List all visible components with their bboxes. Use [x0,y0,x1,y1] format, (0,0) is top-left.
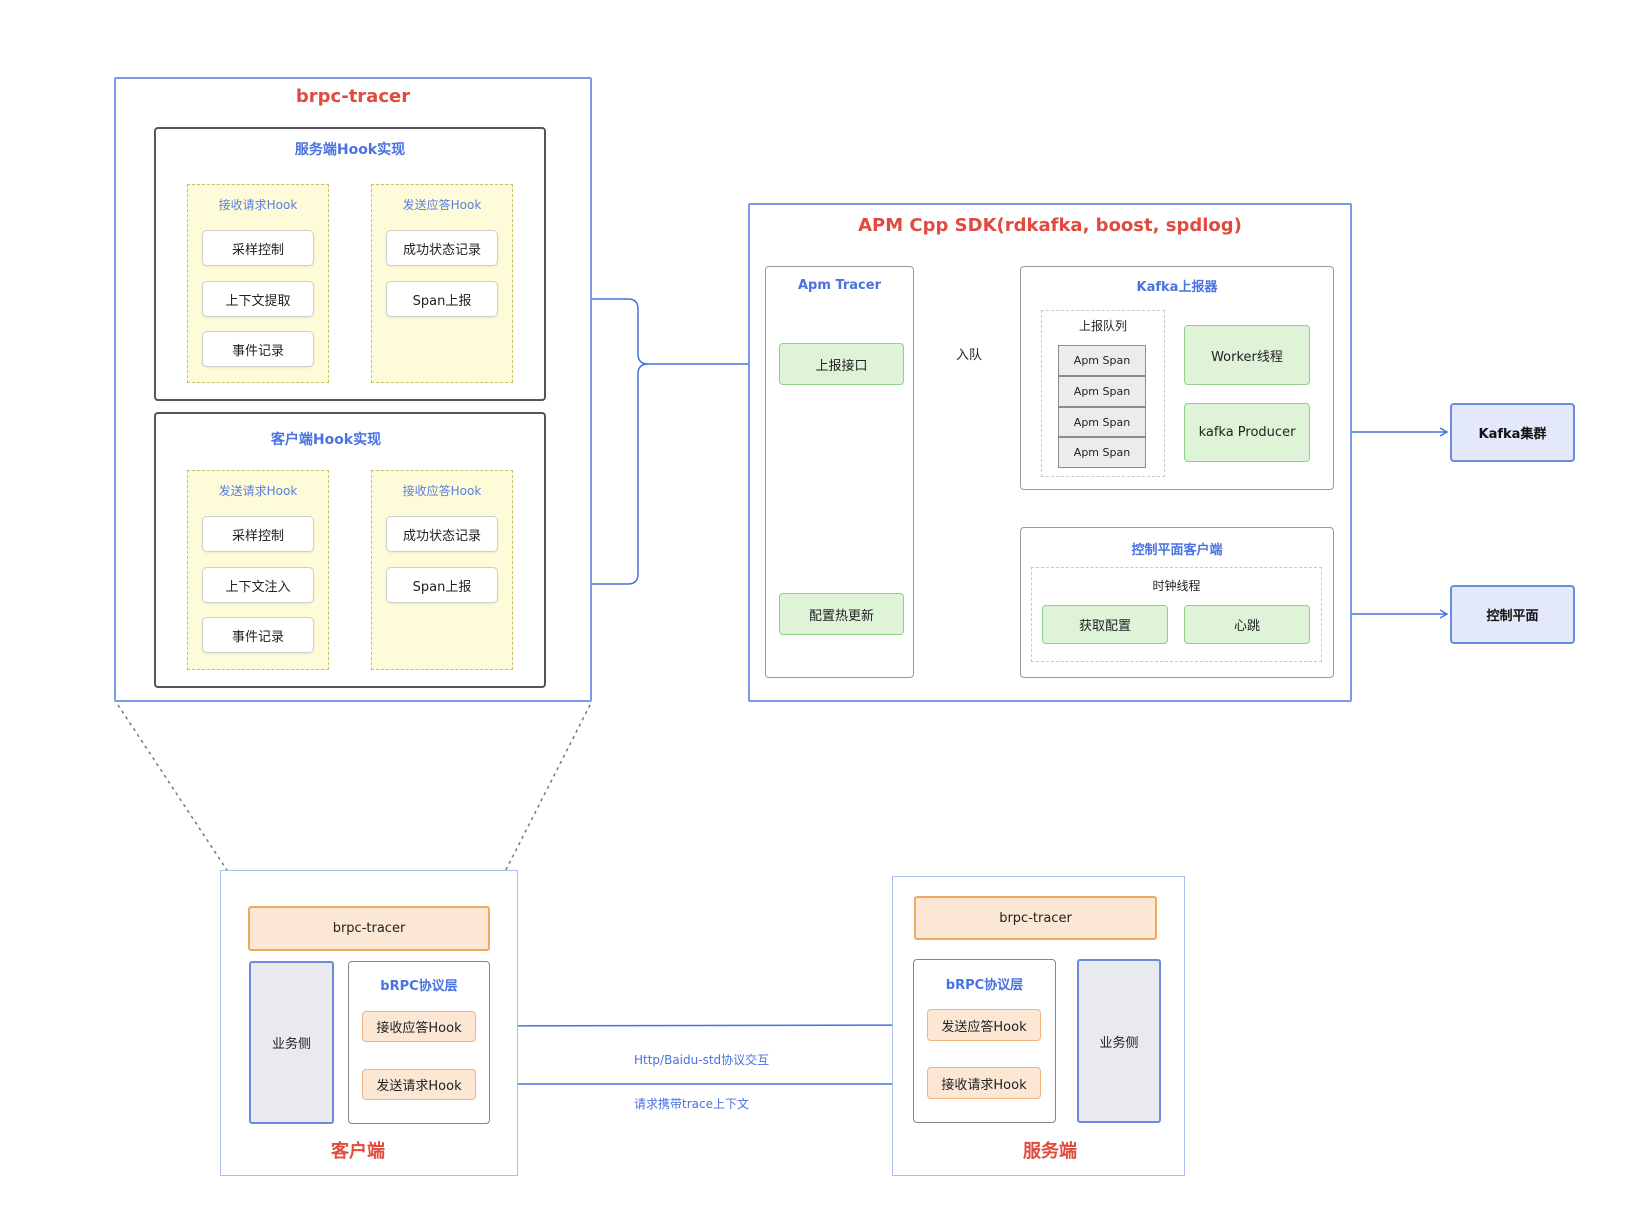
server-recv-request-title: 接收请求Hook [218,198,298,212]
client-recv-response-title: 接收应答Hook [402,484,482,498]
protocol-interaction-label: Http/Baidu-std协议交互 [634,1053,770,1067]
report-queue-title: 上报队列 [1078,319,1127,333]
server-span-report[interactable]: Span上报 [386,281,498,317]
worker-thread[interactable]: Worker线程 [1184,325,1310,385]
heartbeat[interactable]: 心跳 [1184,605,1310,644]
server-business-side[interactable]: 业务侧 [1077,959,1161,1123]
enqueue-label: 入队 [955,348,982,363]
client-brpc-tracer[interactable]: brpc-tracer [248,906,490,951]
queue-item: Apm Span [1058,437,1146,468]
server-context-extract[interactable]: 上下文提取 [202,281,314,317]
server-brpc-tracer[interactable]: brpc-tracer [914,896,1157,940]
server-send-response-title: 发送应答Hook [402,198,482,212]
trace-context-label: 请求携带trace上下文 [634,1097,749,1111]
client-context-inject[interactable]: 上下文注入 [202,567,314,603]
report-api[interactable]: 上报接口 [779,343,904,385]
server-success-status-record[interactable]: 成功状态记录 [386,230,498,266]
client-hook-title: 客户端Hook实现 [270,432,382,448]
client-side-title: 客户端 [331,1141,385,1162]
client-success-status-record[interactable]: 成功状态记录 [386,516,498,552]
control-client-title: 控制平面客户端 [1131,543,1223,558]
client-business-side[interactable]: 业务侧 [249,961,334,1124]
client-protocol-layer-title: bRPC协议层 [380,979,458,994]
server-protocol-layer-title: bRPC协议层 [945,978,1024,993]
client-recv-response-hook[interactable]: 接收应答Hook [362,1011,476,1042]
sdk-title: APM Cpp SDK(rdkafka, boost, spdlog) [858,215,1242,236]
client-event-record[interactable]: 事件记录 [202,617,314,653]
client-sampling-control[interactable]: 采样控制 [202,516,314,552]
queue-item: Apm Span [1058,407,1146,437]
server-hook-title: 服务端Hook实现 [294,142,406,158]
control-plane[interactable]: 控制平面 [1450,585,1575,644]
server-send-response-hook[interactable]: 发送应答Hook [927,1009,1041,1041]
config-hot-update[interactable]: 配置热更新 [779,593,904,635]
kafka-producer[interactable]: kafka Producer [1184,403,1310,462]
queue-item: Apm Span [1058,376,1146,407]
kafka-reporter-title: Kafka上报器 [1136,280,1218,295]
server-recv-request-hook[interactable]: 接收请求Hook [927,1067,1041,1099]
server-sampling-control[interactable]: 采样控制 [202,230,314,266]
server-side-title: 服务端 [1023,1141,1077,1162]
server-event-record[interactable]: 事件记录 [202,331,314,367]
client-send-request-hook[interactable]: 发送请求Hook [362,1069,476,1100]
apm-tracer-title: Apm Tracer [798,278,881,293]
fetch-config[interactable]: 获取配置 [1042,605,1168,644]
kafka-cluster[interactable]: Kafka集群 [1450,403,1575,462]
client-send-request-title: 发送请求Hook [218,484,298,498]
client-span-report[interactable]: Span上报 [386,567,498,603]
clock-thread-title: 时钟线程 [1152,579,1201,593]
queue-item: Apm Span [1058,345,1146,376]
brpc-tracer-title: brpc-tracer [295,86,411,107]
